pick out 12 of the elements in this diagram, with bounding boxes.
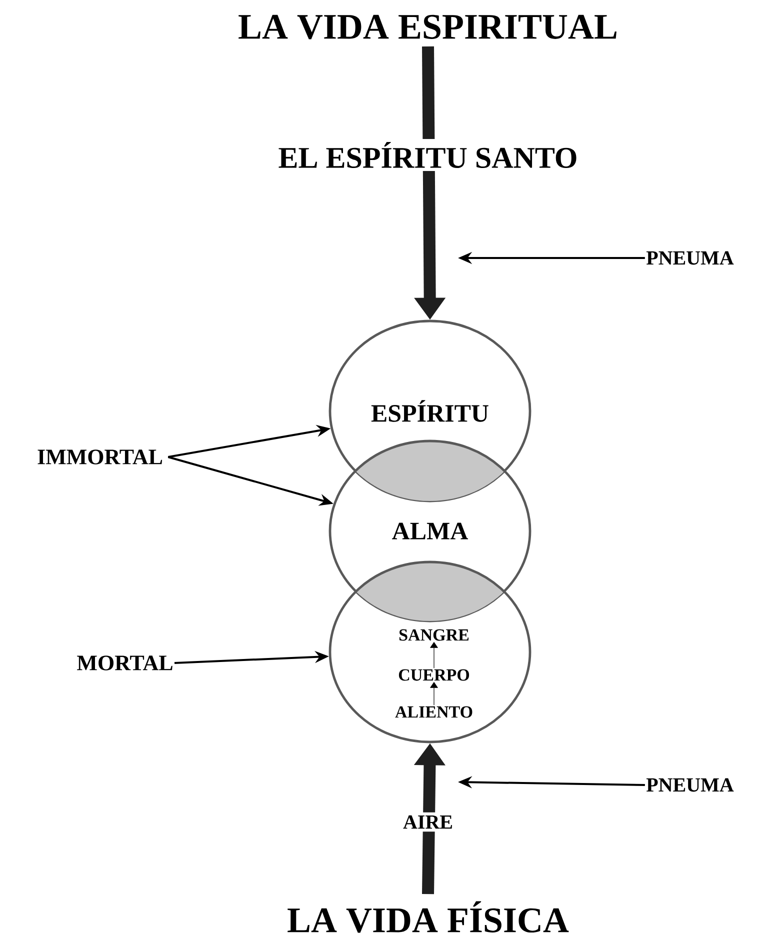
inner-label: SANGRE bbox=[399, 629, 469, 641]
edge-label: AIRE bbox=[400, 812, 456, 832]
callout-label: MORTAL bbox=[77, 656, 172, 670]
heading: LA VIDA ESPIRITUAL bbox=[238, 14, 616, 40]
callout-label: PNEUMA bbox=[646, 778, 734, 792]
inner-label: ALIENTO bbox=[395, 706, 472, 718]
edge-label: EL ESPÍRITU SANTO bbox=[275, 139, 581, 172]
inner-label: CUERPO bbox=[398, 669, 470, 681]
circle bbox=[328, 560, 532, 744]
heading: LA VIDA FÍSICA bbox=[288, 901, 569, 933]
callout-label: PNEUMA bbox=[646, 251, 734, 265]
callout-label: IMMORTAL bbox=[38, 450, 162, 464]
